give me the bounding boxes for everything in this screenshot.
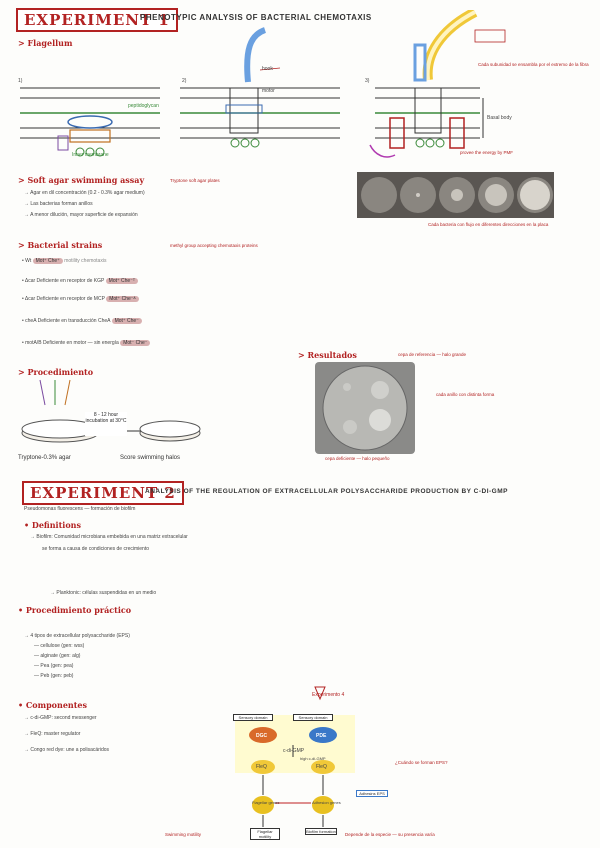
soft-agar-heading: > Soft agar swimming assay xyxy=(18,175,145,185)
procedure-diagram xyxy=(21,379,201,443)
fleq-high-label: FleQ xyxy=(316,764,327,770)
procedure-heading: > Procedimiento xyxy=(18,367,94,377)
incubation-label: 8 - 12 hour incubation at 30°C xyxy=(85,412,127,436)
result-note-2: cada anillo con distinta forma xyxy=(436,392,495,397)
plate-caption: Cada bacteria con flujo en diferentes di… xyxy=(428,222,549,227)
bottom-note: Depende de la especie — su presencia var… xyxy=(345,832,435,837)
eps-pea: — Pea (gen: pea) xyxy=(34,663,74,669)
pde-sensory-box: Sensory domain xyxy=(293,714,333,721)
high-cdg-label: high c-di-GMP xyxy=(300,756,326,761)
swim-note: Swimming motility xyxy=(165,832,202,837)
pde-label: PDE xyxy=(316,733,327,739)
strain-wt: • Wt Mot⁺ Che⁺ motility chemotaxis xyxy=(22,258,107,264)
basal-body-label: Basal body xyxy=(487,115,512,121)
fleq-low-label: FleQ xyxy=(256,764,267,770)
adhesion-genes-label: Adhesion genes xyxy=(312,800,341,805)
result-note-3: cepa deficiente — halo pequeño xyxy=(325,456,390,461)
experiment-2-title: Analysis of the regulation of extracellu… xyxy=(145,488,508,495)
soft-agar-line-3: → A menor dilución, mayor superficie de … xyxy=(24,212,138,218)
eps-types: → 4 tipos de extracellular polysaccharid… xyxy=(24,633,130,639)
eps-peb: — Peb (gen: peb) xyxy=(34,673,74,679)
definitions-heading: • Definitions xyxy=(24,520,81,530)
components-heading: • Componentes xyxy=(18,700,88,710)
strain-chea: • cheA Deficiente en transducción CheA M… xyxy=(22,318,142,324)
inner-membrane-label: Inner membrane xyxy=(72,152,109,158)
exp2-intro: Pseudomonas fluorescens — formación de b… xyxy=(24,506,136,512)
motility-box: Flagellar motility xyxy=(250,828,280,840)
halos-label: Score swimming halos xyxy=(120,455,181,461)
eps-alginate: — alginate (gen: alg) xyxy=(34,653,81,659)
definition-growth: se forma a causa de condiciones de creci… xyxy=(42,546,150,552)
motor-label: motor xyxy=(262,88,275,94)
experiment-1-label: EXPERIMENT 1 xyxy=(16,8,178,32)
cdg-label: c-di-GMP xyxy=(283,748,305,754)
strains-note: methyl group accepting chemotaxis protei… xyxy=(170,243,258,248)
experiment-2-label: EXPERIMENT 2 xyxy=(22,481,184,505)
strains-heading: > Bacterial strains xyxy=(18,240,103,250)
component-congo: → Congo red dye: une a polisacáridos xyxy=(24,747,110,753)
eps-box: Adhesins EPS xyxy=(356,790,388,797)
experiment-4-note: Experimento 4 xyxy=(312,692,345,698)
hook-label: hook xyxy=(262,66,273,72)
definition-planktonic: → Planktonic: células suspendidas en un … xyxy=(50,590,157,596)
result-plate-photo xyxy=(315,362,415,454)
flagellar-genes-label: Flagellar genes xyxy=(252,800,280,805)
pmf-note: provee the energy by PMF xyxy=(460,150,514,155)
panel-3-label: 3) xyxy=(365,78,370,84)
soft-agar-note: Tryptone soft agar plates xyxy=(170,178,220,183)
component-cdg: → c-di-GMP: second messenger xyxy=(24,715,97,721)
procedure-practical-heading: • Procedimiento práctico xyxy=(18,605,132,615)
flagellum-panel-3 xyxy=(369,10,506,158)
biofilm-box: Biofilm formation xyxy=(305,828,337,835)
flagellin-note: Cada subunidad se ensambla por el extrem… xyxy=(478,62,589,67)
flagellum-diagrams xyxy=(20,10,506,158)
cdg-diagram xyxy=(235,686,355,827)
question-note: ¿Cuándo se forman EPS? xyxy=(395,760,448,765)
panel-1-label: 1) xyxy=(18,78,23,84)
dgc-label: DGC xyxy=(256,733,268,739)
flagellum-panel-1 xyxy=(20,87,160,157)
flagellum-panel-2 xyxy=(180,27,340,148)
eps-cellulose: — cellulose (gen: wss) xyxy=(34,643,85,649)
experiment-1-title: Phenotypic analysis of bacterial chemota… xyxy=(140,13,372,22)
strain-car-t: • Δcar Deficiente en receptor de KGP Mot… xyxy=(22,278,139,284)
peptidoglycan-label: peptidoglycan xyxy=(128,103,159,109)
results-heading: > Resultados xyxy=(298,350,357,360)
soft-agar-line-2: → Las bacterias forman anillos xyxy=(24,201,93,207)
strain-motab: • motA/B Deficiente en motor — sin energ… xyxy=(22,340,151,346)
flagellum-heading: > Flagellum xyxy=(18,38,73,48)
soft-agar-line-1: → Agar en dil concentración (0.2 - 0.3% … xyxy=(24,190,145,196)
dgc-sensory-box: Sensory domain xyxy=(233,714,273,721)
component-fleq: → FleQ: master regulator xyxy=(24,731,81,737)
strain-car-a: • Δcar Deficiente en receptor de MCP Mot… xyxy=(22,296,139,302)
plate-photo xyxy=(357,172,554,218)
definition-biofilm: → Biofilm: Comunidad microbiana embebida… xyxy=(30,534,188,540)
result-note-1: cepa de referencia — halo grande xyxy=(398,352,467,357)
panel-2-label: 2) xyxy=(182,78,187,84)
tryptone-label: Tryptone-0.3% agar xyxy=(18,455,71,461)
